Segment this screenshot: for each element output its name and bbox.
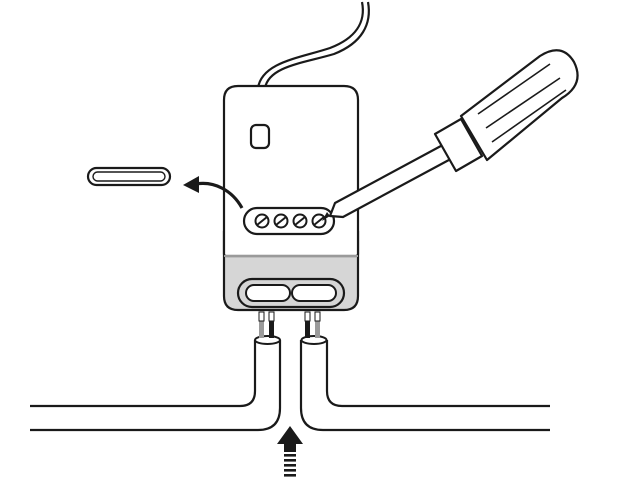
- relay-module: [222, 84, 360, 312]
- terminal-block: [242, 206, 336, 236]
- right-wall-cable: [299, 340, 550, 432]
- right-cable-end: [300, 311, 328, 345]
- cable-entry-right: [291, 284, 337, 302]
- cable-entry-slots: [236, 277, 346, 309]
- antenna-wire-outline: [263, 1, 370, 89]
- removal-arrow: [183, 176, 244, 209]
- screwdriver: [322, 49, 579, 221]
- terminal-screw-1: [254, 213, 270, 229]
- left-wall-cable: [30, 340, 282, 432]
- terminal-cover: [86, 166, 172, 187]
- antenna-wire: [256, 1, 364, 89]
- insertion-arrow: [277, 426, 303, 477]
- cable-entry-left: [245, 284, 291, 302]
- terminal-screw-3: [292, 213, 308, 229]
- terminal-screw-2: [273, 213, 289, 229]
- terminal-cover-inner: [92, 171, 166, 182]
- device-button: [249, 123, 271, 150]
- terminal-screw-4: [311, 213, 327, 229]
- left-cable-end: [254, 311, 281, 345]
